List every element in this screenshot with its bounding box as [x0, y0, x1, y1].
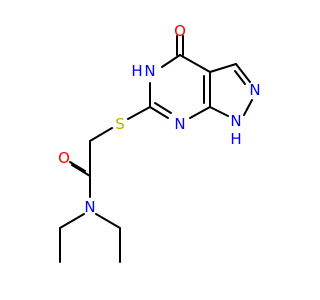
bond-c3-n2-b: [234, 70, 246, 85]
bond-c6-s: [127, 106, 151, 120]
bond-n7-c7a: [189, 106, 211, 119]
molecule-diagram: O H N N N H N S O N: [58, 22, 261, 263]
bond-c4-n5: [161, 54, 181, 68]
structure-canvas: O H N N N H N S O N: [58, 22, 261, 263]
bond-n1-c7a: [209, 106, 229, 117]
bond-c4-c3a: [179, 54, 211, 73]
atom-n-pyrazole-nh-h: H: [230, 130, 241, 148]
bond-carbonyl-o-b: [69, 161, 86, 172]
bonds: [59, 35, 253, 263]
bond-c3-n2-a: [235, 63, 251, 83]
atom-n-pyrazole: N: [249, 81, 260, 99]
bond-s-ch2: [89, 127, 113, 142]
bond-c6-n7-b: [154, 102, 172, 114]
atom-o-amide: O: [58, 149, 70, 167]
bond-n-ethyl2-ch2: [95, 213, 121, 229]
atom-n-pyrimidine: N: [174, 115, 185, 133]
atom-n-amide: N: [84, 198, 95, 216]
atom-nh-ring-n: N: [144, 62, 155, 80]
atom-nh-ring-h: H: [131, 62, 142, 80]
atom-labels: O H N N N H N S O N: [58, 22, 261, 216]
atom-n-pyrazole-nh: N: [230, 112, 241, 130]
bond-c3a-c3: [209, 63, 237, 73]
bond-carbonyl-o-a: [71, 164, 91, 177]
bond-n-ethyl1-ch2: [59, 213, 85, 229]
bond-c6-n7-a: [149, 106, 169, 119]
atom-o-ketone: O: [174, 22, 186, 40]
atom-s-thioether: S: [115, 115, 125, 133]
bond-n2-n1: [243, 99, 253, 116]
